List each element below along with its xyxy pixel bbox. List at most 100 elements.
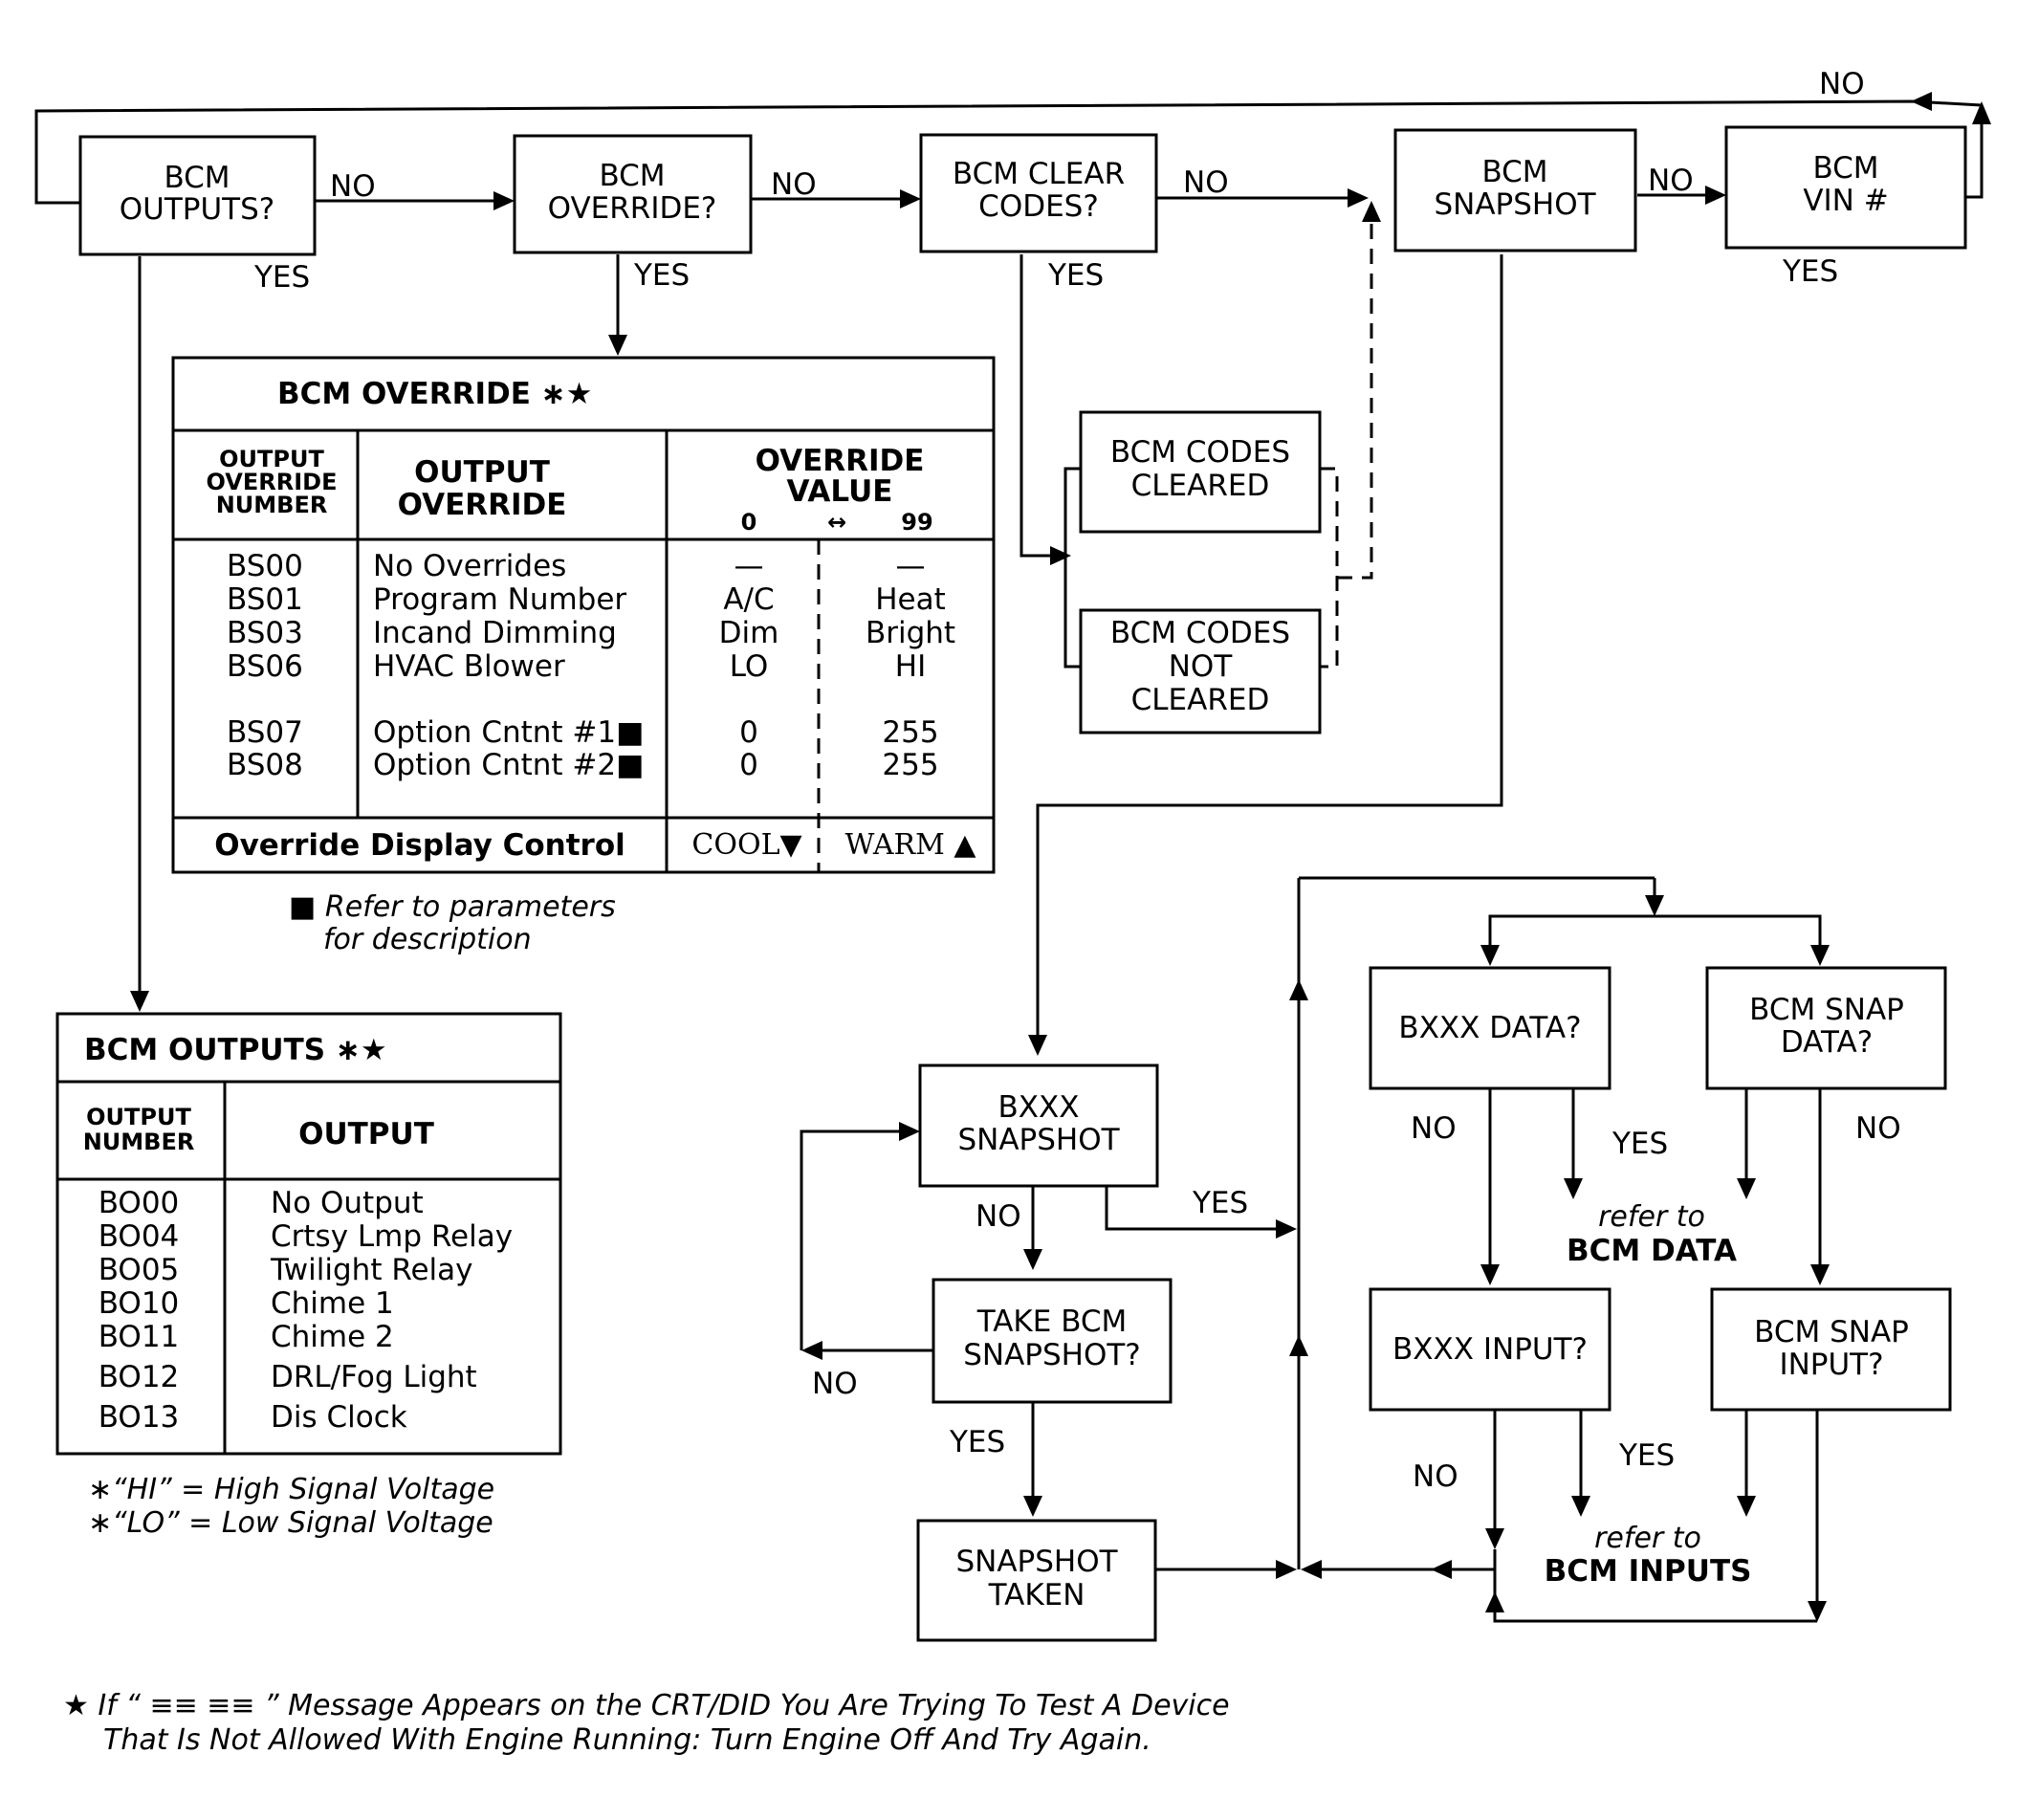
no-label: NO [1819, 67, 1865, 101]
box-label: BCM [1481, 155, 1547, 189]
col-header: OVERRIDE [398, 488, 567, 522]
row-number: BS07 [227, 715, 303, 750]
override-table-title: BCM OVERRIDE ∗★ [277, 377, 592, 411]
row-number: BO11 [99, 1320, 180, 1354]
row-name: Program Number [373, 582, 626, 617]
box-label: BCM CODES [1110, 435, 1290, 470]
row-number: BO12 [99, 1360, 180, 1394]
row-high: 255 [882, 715, 938, 750]
table-row: BS06 HVAC Blower LO HI [227, 649, 926, 684]
row-high: 255 [882, 748, 938, 782]
no-label: NO [1411, 1111, 1457, 1146]
table-row: BO12 DRL/Fog Light [99, 1360, 477, 1394]
lo-note: ∗“LO” = Low Signal Voltage [88, 1506, 493, 1540]
override-table: BCM OVERRIDE ∗★ OUTPUT OVERRIDE NUMBER O… [171, 356, 996, 956]
box-label: TAKE BCM [976, 1305, 1128, 1339]
table-row: BO11 Chime 2 [99, 1320, 394, 1354]
row-number: BO13 [99, 1400, 180, 1435]
box-bcm-outputs: BCM OUTPUTS? [78, 135, 317, 256]
box-label: CLEARED [1131, 469, 1270, 503]
row-number: BO00 [99, 1186, 180, 1220]
box-label: NOT [1169, 649, 1234, 684]
row-name: Option Cntnt #1■ [373, 715, 644, 750]
row-name: Incand Dimming [373, 616, 617, 650]
warm-control: WARM ▲ [845, 828, 976, 862]
no-label: NO [1855, 1111, 1901, 1146]
row-number: BS06 [227, 649, 303, 684]
row-high: HI [895, 649, 926, 684]
yes-label: YES [1192, 1186, 1248, 1220]
box-label: DATA? [1781, 1025, 1873, 1060]
box-bcm-snap-data: BCM SNAP DATA? [1705, 966, 1947, 1090]
yes-label: YES [1611, 1127, 1668, 1161]
row-name: Chime 2 [271, 1320, 394, 1354]
box-codes-not-cleared: BCM CODES NOT CLEARED [1079, 608, 1322, 735]
col-header: NUMBER [83, 1129, 195, 1155]
cool-control: COOL▼ [691, 828, 801, 862]
col-header: VALUE [787, 474, 893, 509]
row-low: 0 [739, 715, 758, 750]
row-number: BS08 [227, 748, 303, 782]
bcm-data-ref: BCM DATA [1567, 1234, 1737, 1268]
row-name: Twilight Relay [270, 1253, 473, 1287]
col-header: OUTPUT [298, 1117, 434, 1151]
row-name: Crtsy Lmp Relay [271, 1219, 513, 1254]
no-label: NO [1413, 1459, 1458, 1494]
row-name: No Overrides [373, 549, 566, 583]
yes-label: YES [1618, 1438, 1675, 1473]
box-label: BXXX [998, 1090, 1080, 1125]
box-label: SNAPSHOT? [963, 1338, 1141, 1372]
col-header: OUTPUT [86, 1104, 191, 1130]
no-label: NO [976, 1199, 1021, 1234]
col-header: OVERRIDE [207, 469, 338, 495]
table-row: BO10 Chime 1 [99, 1286, 394, 1321]
col-header: NUMBER [216, 492, 328, 518]
box-bcm-clear-codes: BCM CLEAR CODES? [919, 133, 1158, 253]
box-bxxx-data: BXXX DATA? [1369, 966, 1611, 1090]
table-row: BS08 Option Cntnt #2■ 0 255 [227, 748, 939, 782]
row-high: Heat [875, 582, 946, 617]
box-bxxx-snapshot: BXXX SNAPSHOT [918, 1063, 1159, 1188]
yes-label: YES [1047, 258, 1104, 293]
no-label: NO [1183, 165, 1229, 200]
box-label: BCM SNAP [1754, 1315, 1909, 1349]
hi-note: ∗“HI” = High Signal Voltage [88, 1473, 494, 1506]
box-bcm-override: BCM OVERRIDE? [513, 134, 753, 254]
yes-label: YES [949, 1425, 1005, 1459]
box-label: BXXX INPUT? [1392, 1332, 1588, 1367]
box-bcm-snapshot: BCM SNAPSHOT [1393, 128, 1637, 252]
row-number: BO10 [99, 1286, 180, 1321]
box-bxxx-input: BXXX INPUT? [1369, 1287, 1611, 1412]
no-label: NO [812, 1367, 858, 1401]
row-low: 0 [739, 748, 758, 782]
override-note: for description [323, 923, 532, 956]
outputs-table: BCM OUTPUTS ∗★ OUTPUT NUMBER OUTPUT BO00… [55, 1012, 562, 1540]
box-label: OUTPUTS? [120, 192, 274, 227]
range-low: 0 [741, 509, 757, 536]
row-name: Option Cntnt #2■ [373, 748, 644, 782]
bcm-inputs-ref: BCM INPUTS [1545, 1554, 1752, 1589]
box-label: BCM SNAP [1749, 993, 1904, 1027]
table-row: BS07 Option Cntnt #1■ 0 255 [227, 715, 939, 750]
row-number: BS00 [227, 549, 303, 583]
box-label: SNAPSHOT [957, 1123, 1120, 1157]
table-row: BS00 No Overrides — — [227, 549, 926, 583]
box-label: OVERRIDE? [548, 191, 717, 226]
col-header: OUTPUT [414, 455, 550, 490]
range-high: 99 [901, 509, 932, 536]
no-label: NO [771, 167, 817, 202]
row-high: — [896, 549, 926, 583]
box-snapshot-taken: SNAPSHOT TAKEN [916, 1519, 1157, 1642]
row-name: HVAC Blower [373, 649, 565, 684]
table-row: BS03 Incand Dimming Dim Bright [227, 616, 955, 650]
footnote: ★ If “ ≡≡ ≡≡ ” Message Appears on the CR… [63, 1689, 1230, 1757]
row-low: Dim [719, 616, 779, 650]
table-row: BO04 Crtsy Lmp Relay [99, 1219, 513, 1254]
box-label: BCM [164, 161, 230, 195]
outputs-table-title: BCM OUTPUTS ∗★ [84, 1033, 387, 1067]
box-label: BCM CODES [1110, 616, 1290, 650]
table-row: BS01 Program Number A/C Heat [227, 582, 946, 617]
no-label: NO [330, 169, 376, 204]
table-row: BO00 No Output [99, 1186, 424, 1220]
